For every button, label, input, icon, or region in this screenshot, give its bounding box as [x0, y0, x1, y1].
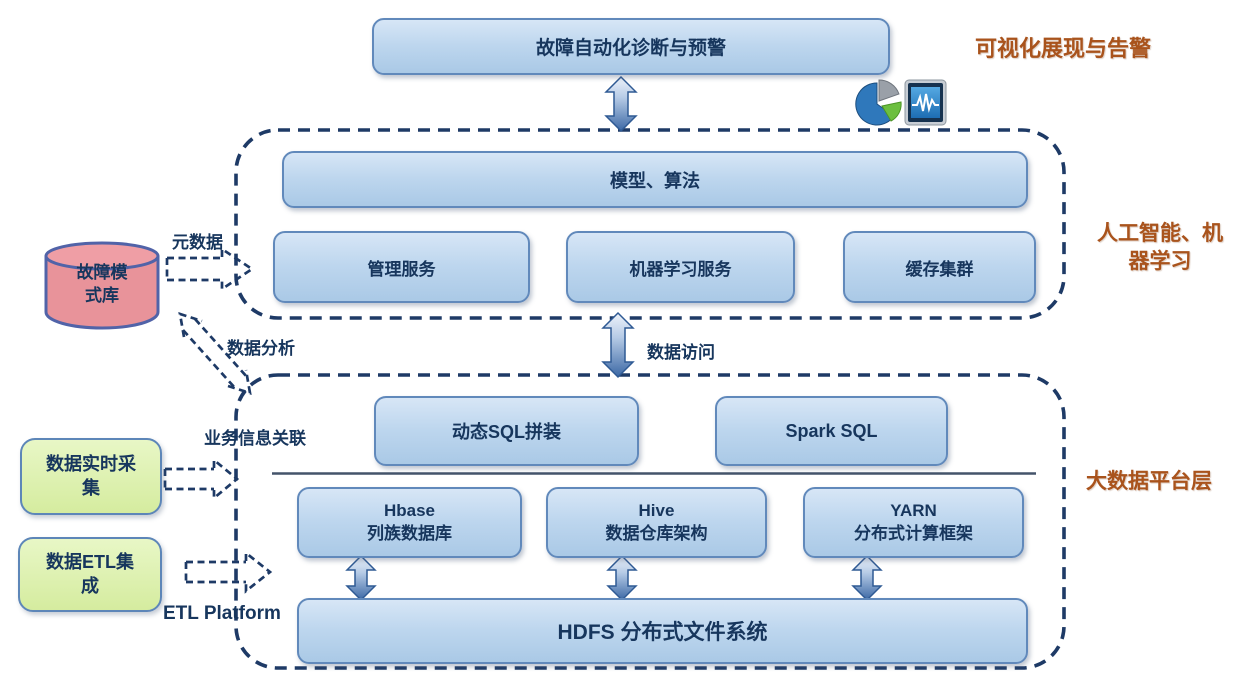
model-algorithm-box: 模型、算法	[282, 151, 1028, 208]
pie-chart-icon	[855, 79, 902, 126]
data-access-arrow	[601, 311, 635, 379]
yarn-to-hdfs-arrow	[851, 554, 883, 602]
fault-pattern-db-label: 故障模 式库	[76, 263, 128, 305]
fault-pattern-db-cylinder: 故障模 式库	[42, 240, 162, 330]
spark-sql-box: Spark SQL	[715, 396, 948, 466]
monitor-waveform-icon	[904, 79, 947, 126]
cache-cluster-box: 缓存集群	[843, 231, 1036, 303]
metadata-dashed-arrow	[165, 246, 255, 292]
realtime-collection-box: 数据实时采 集	[20, 438, 162, 515]
etl-integration-box: 数据ETL集 成	[18, 537, 162, 612]
bigdata-layer-container	[234, 373, 1066, 670]
ml-service-box: 机器学习服务	[566, 231, 795, 303]
business-info-link-label: 业务信息关联	[204, 429, 306, 448]
hdfs-box: HDFS 分布式文件系统	[297, 598, 1028, 664]
data-analysis-dashed-double-arrow	[178, 312, 252, 395]
data-access-label: 数据访问	[647, 343, 715, 362]
hbase-box: Hbase 列族数据库	[297, 487, 522, 558]
ai-layer-label: 人工智能、机 器学习	[1097, 222, 1223, 274]
etl-platform-label: ETL Platform	[163, 603, 281, 624]
hive-to-hdfs-arrow	[606, 554, 638, 602]
dynamic-sql-box: 动态SQL拼装	[374, 396, 639, 466]
metadata-label: 元数据	[172, 233, 223, 252]
hbase-to-hdfs-arrow	[345, 554, 377, 602]
yarn-box: YARN 分布式计算框架	[803, 487, 1024, 558]
data-analysis-label: 数据分析	[227, 339, 295, 358]
diagnosis-box: 故障自动化诊断与预警	[372, 18, 890, 75]
management-service-box: 管理服务	[273, 231, 530, 303]
bigdata-layer-label: 大数据平台层	[1086, 470, 1212, 493]
realtime-collection-dashed-arrow	[163, 457, 240, 501]
diagnosis-to-ai-arrow	[604, 75, 638, 133]
hive-box: Hive 数据仓库架构	[546, 487, 767, 558]
visualization-layer-label: 可视化展现与告警	[975, 36, 1152, 61]
etl-integration-dashed-arrow	[184, 550, 273, 594]
ai-layer-container	[234, 128, 1066, 320]
